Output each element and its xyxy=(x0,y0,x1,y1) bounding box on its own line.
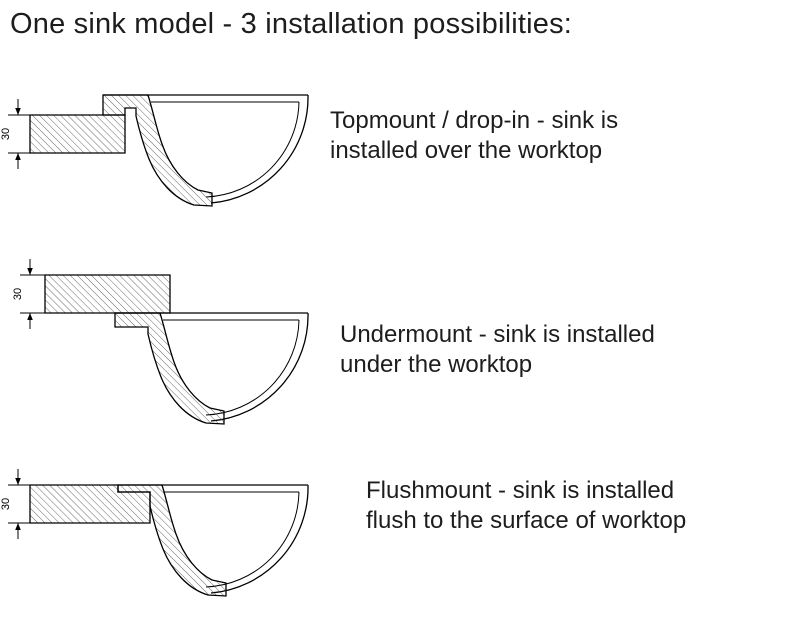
caption-line: Topmount / drop-in - sink is xyxy=(330,107,619,134)
undermount-caption: Undermount - sink is installed under the… xyxy=(340,320,655,380)
dimension-label: 30 xyxy=(12,288,24,300)
worktop-section xyxy=(29,114,126,154)
arrow-up-icon xyxy=(15,153,21,160)
arrow-up-icon xyxy=(27,313,33,320)
caption-line: Flushmount - sink is installed xyxy=(366,477,675,504)
sink-wall-section xyxy=(117,484,227,597)
flushmount-caption: Flushmount - sink is installed flush to … xyxy=(366,476,686,536)
dimension-30: 30 xyxy=(0,469,30,539)
arrow-down-icon xyxy=(27,268,33,275)
caption-line: installed over the worktop xyxy=(330,137,603,164)
arrow-down-icon xyxy=(15,108,21,115)
dimension-30: 30 xyxy=(12,259,45,329)
bowl-inner-arc xyxy=(205,101,300,198)
bowl-inner-arc xyxy=(205,319,300,416)
worktop-section xyxy=(44,274,171,314)
dimension-label: 30 xyxy=(0,128,12,140)
sink-wall-section xyxy=(114,312,225,425)
dimension-30: 30 xyxy=(0,99,30,169)
topmount-drawing: 30 xyxy=(0,55,330,230)
bowl-outer-arc xyxy=(210,484,309,594)
caption-line: Undermount - sink is installed xyxy=(340,321,655,348)
caption-line: flush to the surface of worktop xyxy=(366,507,687,534)
arrow-up-icon xyxy=(15,523,21,530)
dimension-label: 30 xyxy=(0,498,12,510)
flushmount-drawing: 30 xyxy=(0,450,330,615)
arrow-down-icon xyxy=(15,478,21,485)
bowl-outer-arc xyxy=(210,94,309,204)
caption-line: under the worktop xyxy=(340,351,533,378)
page-title: One sink model - 3 installation possibil… xyxy=(10,8,573,40)
undermount-drawing: 30 xyxy=(0,255,330,440)
bowl-outer-arc xyxy=(210,312,309,422)
sink-wall-section xyxy=(102,94,213,207)
bowl-inner-arc xyxy=(205,491,300,588)
topmount-caption: Topmount / drop-in - sink is installed o… xyxy=(330,106,618,166)
